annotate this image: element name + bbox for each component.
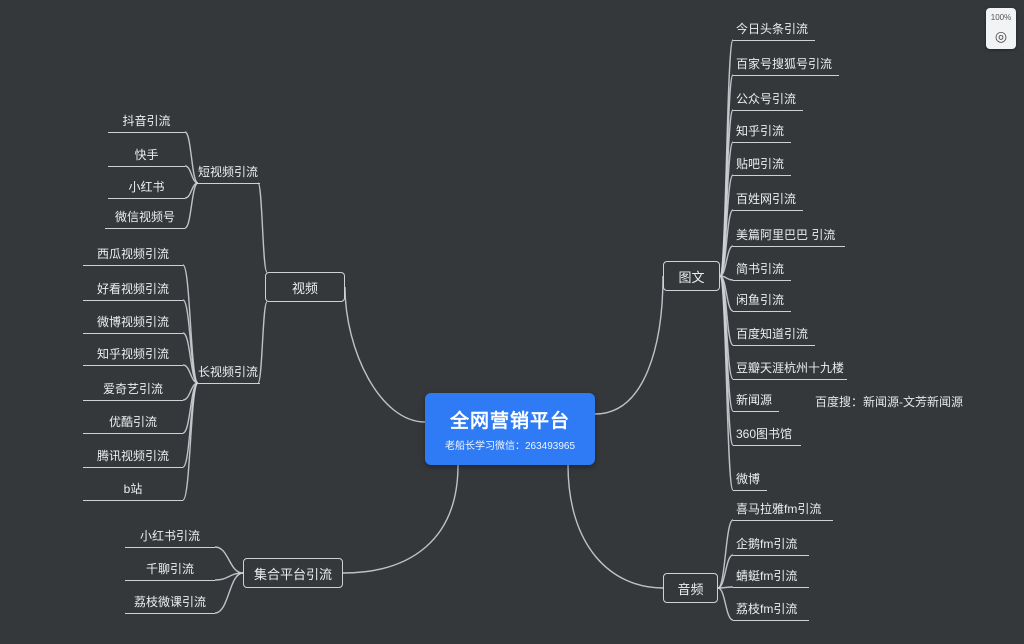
node-haokan[interactable]: 好看视频引流 [83, 280, 183, 301]
node-xigua[interactable]: 西瓜视频引流 [83, 245, 183, 266]
node-weixin-shipinhao[interactable]: 微信视频号 [105, 208, 185, 229]
node-xinwenyuan[interactable]: 新闻源 [733, 391, 779, 412]
connector-edge [182, 332, 199, 384]
node-baijiahao[interactable]: 百家号搜狐号引流 [733, 55, 839, 76]
connector-edge [182, 364, 199, 384]
central-topic[interactable]: 全网营销平台 老船长学习微信：263493965 [425, 393, 595, 465]
node-weibo[interactable]: 微博 [733, 470, 767, 491]
connector-edge [184, 182, 199, 229]
locate-icon[interactable]: ◎ [994, 28, 1008, 44]
node-qianliao[interactable]: 千聊引流 [125, 560, 215, 581]
connector-edge [717, 587, 734, 621]
connector-edge [182, 382, 199, 501]
connector-edge [182, 382, 199, 468]
node-zhihu-shipin[interactable]: 知乎视频引流 [83, 345, 183, 366]
node-bzhan[interactable]: b站 [83, 480, 183, 501]
node-kuaishou[interactable]: 快手 [108, 146, 185, 167]
node-meipian-alibaba[interactable]: 美篇阿里巴巴 引流 [733, 226, 845, 247]
connector-edge [719, 275, 734, 446]
connector-edge [342, 464, 459, 574]
node-jinri-toutiao[interactable]: 今日头条引流 [733, 20, 815, 41]
node-youku[interactable]: 优酷引流 [83, 413, 183, 434]
node-tuwen[interactable]: 图文 [663, 261, 720, 291]
connector-edge [719, 245, 734, 277]
node-jianshu[interactable]: 简书引流 [733, 260, 791, 281]
node-baidu-zhidao[interactable]: 百度知道引流 [733, 325, 815, 346]
central-topic-subtitle: 老船长学习微信：263493965 [444, 441, 576, 452]
connector-edge [344, 286, 426, 423]
node-douyin[interactable]: 抖音引流 [108, 112, 185, 133]
connector-edge [257, 182, 268, 273]
node-weibo-shipin[interactable]: 微博视频引流 [83, 313, 183, 334]
node-qingting-fm[interactable]: 蜻蜓fm引流 [733, 567, 809, 588]
connector-edge [719, 275, 734, 491]
node-baixingwang[interactable]: 百姓网引流 [733, 190, 803, 211]
connector-edge [717, 519, 734, 589]
node-qie-fm[interactable]: 企鹅fm引流 [733, 535, 809, 556]
connector-edge [717, 554, 734, 589]
node-douban-tianya[interactable]: 豆瓣天涯杭州十九楼 [733, 359, 847, 380]
connector-edge [214, 546, 244, 574]
node-xiaohongshu[interactable]: 小红书 [108, 178, 185, 199]
central-topic-title: 全网营销平台 [449, 411, 570, 432]
node-lizhi-fm[interactable]: 荔枝fm引流 [733, 600, 809, 621]
connector-edge [257, 301, 268, 384]
node-gongzhonghao[interactable]: 公众号引流 [733, 90, 803, 111]
node-ximalaya-fm[interactable]: 喜马拉雅fm引流 [733, 500, 833, 521]
node-aiqiyi[interactable]: 爱奇艺引流 [83, 380, 183, 401]
connector-edge [214, 572, 244, 614]
node-jihe-pingtai[interactable]: 集合平台引流 [243, 558, 343, 588]
connector-edge [594, 275, 664, 415]
connector-edge [184, 165, 199, 184]
zoom-panel: 100% ◎ [986, 8, 1016, 49]
node-chang-shipin[interactable]: 长视频引流 [196, 363, 260, 384]
node-tieba[interactable]: 贴吧引流 [733, 155, 791, 176]
node-xianyu[interactable]: 闲鱼引流 [733, 291, 791, 312]
node-tushuguan-360[interactable]: 360图书馆 [733, 425, 801, 446]
node-shipin[interactable]: 视频 [265, 272, 345, 302]
zoom-level-indicator[interactable]: 100% [990, 13, 1012, 22]
node-xhs-yinliu[interactable]: 小红书引流 [125, 527, 215, 548]
node-lizhi-weike[interactable]: 荔枝微课引流 [125, 593, 215, 614]
node-tengxun-shipin[interactable]: 腾讯视频引流 [83, 447, 183, 468]
node-duan-shipin[interactable]: 短视频引流 [196, 163, 260, 184]
connector-edge [567, 464, 664, 589]
connector-edge [184, 131, 199, 184]
node-xinwenyuan-note[interactable]: 百度搜：新闻源-文芳新闻源 [815, 395, 963, 409]
node-yinpin[interactable]: 音频 [663, 573, 718, 603]
node-zhihu[interactable]: 知乎引流 [733, 122, 791, 143]
